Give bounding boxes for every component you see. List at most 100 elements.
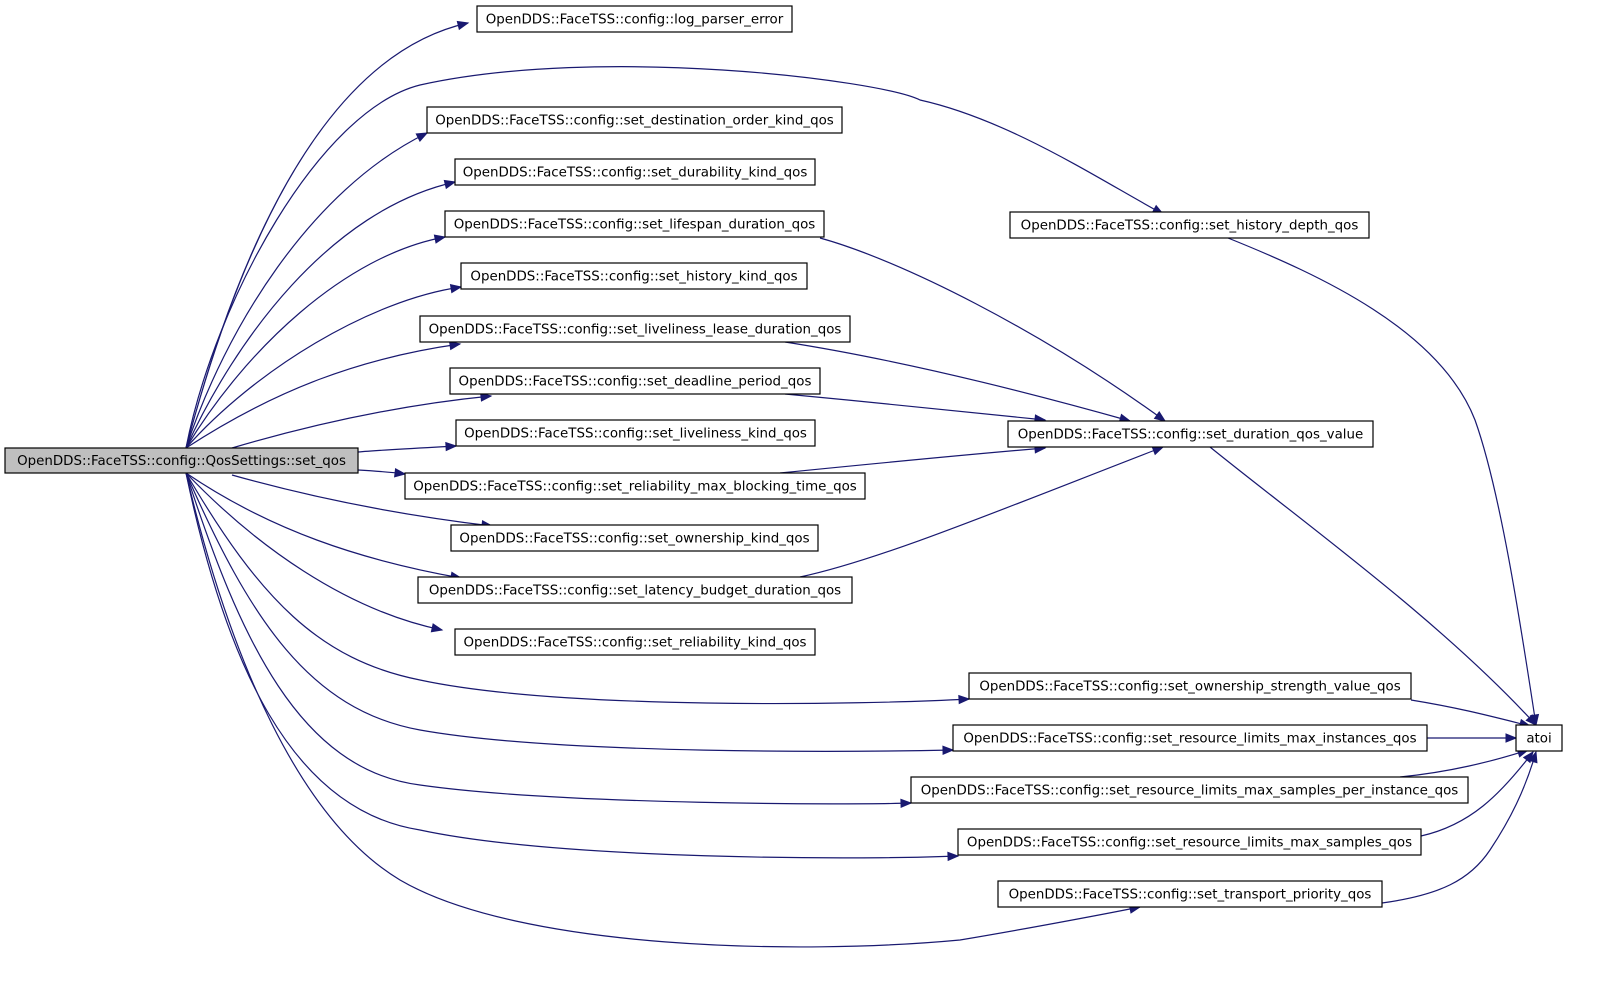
edge-line xyxy=(185,286,462,449)
arrowhead-icon xyxy=(1528,750,1538,764)
edge-line xyxy=(1420,751,1534,837)
edge-line xyxy=(779,447,1046,474)
edge-root-to-n_rlmspi xyxy=(185,472,913,809)
arrowhead-icon xyxy=(942,745,955,755)
node-label: OpenDDS::FaceTSS::config::set_latency_bu… xyxy=(429,584,841,599)
node-own[interactable]: OpenDDS::FaceTSS::config::set_ownership_… xyxy=(450,524,819,552)
edge-line xyxy=(185,472,954,752)
edge-n_histd-to-n_atoi xyxy=(1227,237,1540,727)
node-box[interactable] xyxy=(957,828,1422,856)
arrowhead-icon xyxy=(947,851,960,862)
edge-line xyxy=(185,343,461,449)
arrowhead-icon xyxy=(900,798,913,809)
node-relmax[interactable]: OpenDDS::FaceTSS::config::set_reliabilit… xyxy=(404,472,866,500)
node-box[interactable] xyxy=(968,672,1412,700)
node-dur[interactable]: OpenDDS::FaceTSS::config::set_durability… xyxy=(454,158,816,186)
node-log[interactable]: OpenDDS::FaceTSS::config::log_parser_err… xyxy=(476,5,793,33)
node-tp[interactable]: OpenDDS::FaceTSS::config::set_transport_… xyxy=(997,880,1383,908)
edge-line xyxy=(185,472,443,631)
edge-line xyxy=(784,341,1131,422)
edge-n_livlease-to-n_durval xyxy=(784,341,1132,423)
node-ownstr[interactable]: OpenDDS::FaceTSS::config::set_ownership_… xyxy=(968,672,1412,700)
node-box[interactable] xyxy=(450,524,819,552)
edge-n_lat-to-n_durval xyxy=(799,446,1165,578)
node-root[interactable]: OpenDDS::FaceTSS::config::QosSettings::s… xyxy=(4,447,359,474)
arrowhead-icon xyxy=(394,468,407,478)
edge-line xyxy=(185,472,970,705)
node-box[interactable] xyxy=(417,576,853,604)
edge-line xyxy=(185,472,959,859)
edge-line xyxy=(185,236,446,449)
node-label: OpenDDS::FaceTSS::config::set_deadline_p… xyxy=(459,375,812,390)
node-box[interactable] xyxy=(910,776,1469,804)
edge-line xyxy=(1410,699,1531,727)
edge-root-to-n_log xyxy=(185,20,470,449)
edge-n_rlmspi-to-n_atoi xyxy=(1399,748,1530,778)
node-relk[interactable]: OpenDDS::FaceTSS::config::set_reliabilit… xyxy=(454,628,816,656)
node-label: OpenDDS::FaceTSS::config::set_durability… xyxy=(463,166,808,181)
edge-line xyxy=(185,132,428,449)
node-rlmi[interactable]: OpenDDS::FaceTSS::config::set_resource_l… xyxy=(952,724,1428,752)
node-label: OpenDDS::FaceTSS::config::log_parser_err… xyxy=(486,13,784,28)
node-atoi[interactable]: atoi xyxy=(1515,724,1563,752)
node-box[interactable] xyxy=(1007,420,1374,448)
node-livlease[interactable]: OpenDDS::FaceTSS::config::set_liveliness… xyxy=(419,315,851,343)
node-box[interactable] xyxy=(4,447,359,474)
edge-line xyxy=(799,446,1164,578)
node-label: OpenDDS::FaceTSS::config::set_resource_l… xyxy=(963,732,1416,747)
node-box[interactable] xyxy=(455,419,816,447)
node-box[interactable] xyxy=(419,315,851,343)
edge-n_relmax-to-n_durval xyxy=(779,444,1047,474)
edge-root-to-n_rlms xyxy=(185,472,960,862)
edge-line xyxy=(357,445,457,453)
node-rlms[interactable]: OpenDDS::FaceTSS::config::set_resource_l… xyxy=(957,828,1422,856)
node-box[interactable] xyxy=(1515,724,1563,752)
node-box[interactable] xyxy=(460,262,808,290)
edge-line xyxy=(185,472,462,579)
node-box[interactable] xyxy=(997,880,1383,908)
node-histd[interactable]: OpenDDS::FaceTSS::config::set_history_de… xyxy=(1009,211,1370,239)
arrowhead-icon xyxy=(1505,733,1518,743)
node-label: OpenDDS::FaceTSS::config::set_reliabilit… xyxy=(413,480,857,495)
node-durval[interactable]: OpenDDS::FaceTSS::config::set_duration_q… xyxy=(1007,420,1374,448)
arrowhead-icon xyxy=(1151,446,1165,456)
edge-root-to-n_relk xyxy=(185,472,444,633)
node-dest[interactable]: OpenDDS::FaceTSS::config::set_destinatio… xyxy=(426,106,843,134)
arrowhead-icon xyxy=(445,441,458,452)
edge-n_ownstr-to-n_atoi xyxy=(1410,699,1532,729)
node-box[interactable] xyxy=(444,210,825,238)
node-life[interactable]: OpenDDS::FaceTSS::config::set_lifespan_d… xyxy=(444,210,825,238)
node-box[interactable] xyxy=(454,158,816,186)
arrowhead-icon xyxy=(433,234,447,244)
node-histk[interactable]: OpenDDS::FaceTSS::config::set_history_ki… xyxy=(460,262,808,290)
edge-root-to-n_relmax xyxy=(357,468,407,478)
node-label: OpenDDS::FaceTSS::config::set_liveliness… xyxy=(464,427,807,442)
node-livkind[interactable]: OpenDDS::FaceTSS::config::set_liveliness… xyxy=(455,419,816,447)
node-label: OpenDDS::FaceTSS::config::set_lifespan_d… xyxy=(454,218,816,233)
arrowhead-icon xyxy=(430,623,444,633)
node-box[interactable] xyxy=(1009,211,1370,239)
node-box[interactable] xyxy=(426,106,843,134)
node-box[interactable] xyxy=(476,5,793,33)
edge-root-to-n_dead xyxy=(231,392,493,449)
arrowhead-icon xyxy=(448,340,462,351)
node-lat[interactable]: OpenDDS::FaceTSS::config::set_latency_bu… xyxy=(417,576,853,604)
node-box[interactable] xyxy=(952,724,1428,752)
node-label: OpenDDS::FaceTSS::config::QosSettings::s… xyxy=(17,454,346,469)
node-label: OpenDDS::FaceTSS::config::set_transport_… xyxy=(1009,888,1372,903)
edge-line xyxy=(1209,446,1537,726)
node-label: OpenDDS::FaceTSS::config::set_reliabilit… xyxy=(463,636,806,651)
edge-root-to-n_ownstr xyxy=(185,472,971,705)
node-box[interactable] xyxy=(454,628,816,656)
node-box[interactable] xyxy=(404,472,866,500)
node-dead[interactable]: OpenDDS::FaceTSS::config::set_deadline_p… xyxy=(449,367,821,395)
node-rlmspi[interactable]: OpenDDS::FaceTSS::config::set_resource_l… xyxy=(910,776,1469,804)
edge-line xyxy=(185,181,456,449)
node-label: OpenDDS::FaceTSS::config::set_liveliness… xyxy=(429,323,842,338)
edge-n_dead-to-n_durval xyxy=(784,393,1047,424)
edge-root-to-n_histk xyxy=(185,284,463,449)
node-box[interactable] xyxy=(449,367,821,395)
edge-line xyxy=(185,66,1164,449)
node-label: OpenDDS::FaceTSS::config::set_history_de… xyxy=(1021,219,1359,234)
